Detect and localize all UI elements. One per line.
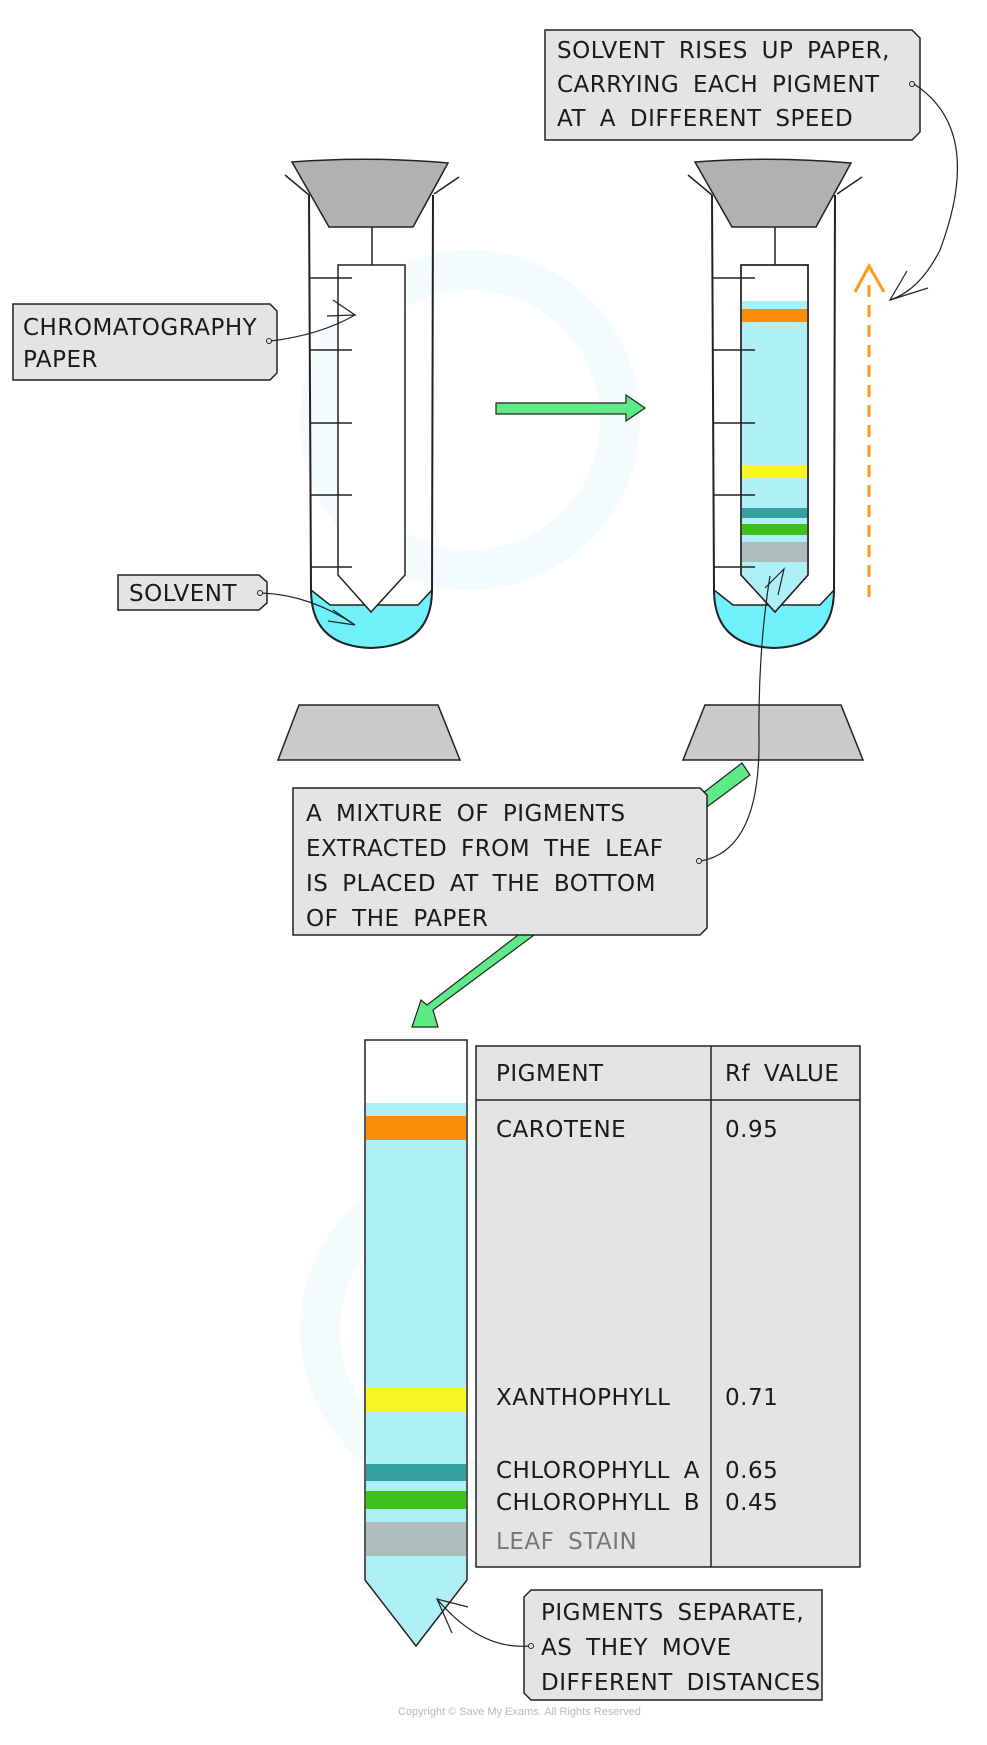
solvent-rises-label: SOLVENT RISES UP PAPER, CARRYING EACH PI…	[544, 29, 959, 302]
label-line: DIFFERENT DISTANCES	[541, 1670, 821, 1696]
right-paper-wet	[742, 301, 807, 611]
left-scale-ticks	[310, 277, 352, 568]
label-line: CHROMATOGRAPHY	[23, 315, 258, 341]
copyright-notice: Copyright © Save My Exams. All Rights Re…	[398, 1706, 641, 1718]
label-line: AS THEY MOVE	[541, 1635, 732, 1661]
table-cell-pigment: XANTHOPHYLL	[496, 1385, 671, 1411]
right-band-xanthophyll	[742, 465, 807, 478]
right-scale-ticks	[713, 277, 755, 568]
right-band-leaf-stain	[742, 542, 807, 562]
right-band-carotene	[742, 309, 807, 322]
table-cell-pigment: CHLOROPHYLL A	[496, 1458, 700, 1484]
table-header-rf: Rf VALUE	[725, 1061, 839, 1087]
label-line: AT A DIFFERENT SPEED	[557, 106, 853, 132]
process-arrow-right[interactable]	[495, 393, 647, 423]
label-line: A MIXTURE OF PIGMENTS	[306, 801, 626, 827]
label-line: OF THE PAPER	[306, 906, 488, 932]
table-header-pigment: PIGMENT	[496, 1061, 604, 1087]
pointer-line	[436, 1598, 530, 1647]
label-line: PIGMENTS SEPARATE,	[541, 1600, 804, 1626]
band-leaf-stain	[366, 1522, 466, 1556]
band-xanthophyll	[366, 1388, 466, 1412]
pointer-line	[270, 314, 356, 342]
right-tube	[711, 194, 836, 650]
strip-wet-area	[366, 1103, 466, 1645]
left-tube	[308, 194, 434, 650]
pointer-line	[700, 575, 771, 862]
table-cell-rf: 0.65	[725, 1458, 778, 1484]
label-text: SOLVENT	[129, 581, 237, 607]
right-apparatus	[681, 158, 865, 761]
solvent-label: SOLVENT	[117, 574, 356, 626]
label-line: PAPER	[23, 347, 98, 373]
label-line: SOLVENT RISES UP PAPER,	[557, 38, 890, 64]
pointer-line	[889, 83, 959, 301]
right-base-stand	[681, 704, 865, 761]
left-base-stand	[276, 704, 462, 761]
pigments-separate-label: PIGMENTS SEPARATE, AS THEY MOVE DIFFEREN…	[435, 1589, 823, 1701]
table-cell-pigment: CAROTENE	[496, 1117, 626, 1143]
table-cell-pigment: LEAF STAIN	[496, 1529, 637, 1555]
table-cell-rf: 0.45	[725, 1490, 778, 1516]
left-apparatus	[276, 158, 462, 761]
band-chlorophyll-b	[366, 1491, 466, 1509]
band-chlorophyll-a	[366, 1464, 466, 1481]
label-line: IS PLACED AT THE BOTTOM	[306, 871, 656, 897]
right-band-chlorophyll-a	[742, 508, 807, 518]
right-band-chlorophyll-b	[742, 524, 807, 535]
left-paper	[337, 264, 406, 614]
table-cell-pigment: CHLOROPHYLL B	[496, 1490, 700, 1516]
table-cell-rf: 0.95	[725, 1117, 778, 1143]
solvent-rise-arrow	[853, 262, 886, 597]
label-line: CARRYING EACH PIGMENT	[557, 72, 880, 98]
result-paper-strip	[364, 1039, 468, 1648]
label-line: EXTRACTED FROM THE LEAF	[306, 836, 663, 862]
chromatography-paper-label: CHROMATOGRAPHY PAPER	[12, 299, 357, 381]
mixture-label: A MIXTURE OF PIGMENTS EXTRACTED FROM THE…	[292, 567, 786, 936]
left-stopper	[290, 158, 450, 228]
right-stopper	[693, 158, 853, 228]
table-cell-rf: 0.71	[725, 1385, 778, 1411]
band-carotene	[366, 1116, 466, 1140]
rf-table: PIGMENT Rf VALUE CAROTENE 0.95 XANTHOPHY…	[475, 1045, 861, 1568]
